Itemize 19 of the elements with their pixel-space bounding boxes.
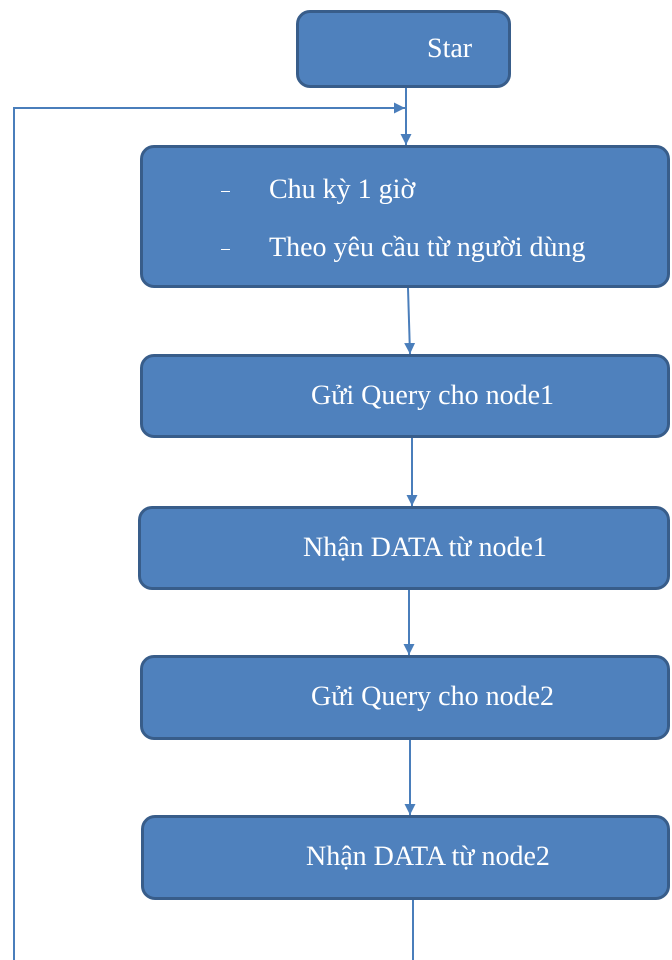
process-box <box>138 506 670 590</box>
arrow <box>404 288 416 354</box>
process-box <box>140 354 670 438</box>
process-box <box>296 10 511 88</box>
box-text: Theo yêu cầu từ người dùng <box>269 232 586 264</box>
box-text: Chu kỳ 1 giờ <box>269 174 416 206</box>
box-text: Nhận DATA từ node1 <box>303 532 547 564</box>
process-box <box>141 815 670 900</box>
box-text: Gửi Query cho node2 <box>311 681 554 713</box>
process-box <box>140 145 670 288</box>
arrow <box>400 88 412 145</box>
box-text: Star <box>427 33 472 65</box>
box-text: Nhận DATA từ node2 <box>306 841 550 873</box>
arrow <box>404 590 414 655</box>
arrow <box>404 740 416 815</box>
arrow <box>13 102 405 960</box>
arrow <box>406 438 418 506</box>
process-box <box>140 655 670 740</box>
box-text: Gửi Query cho node1 <box>311 380 554 412</box>
